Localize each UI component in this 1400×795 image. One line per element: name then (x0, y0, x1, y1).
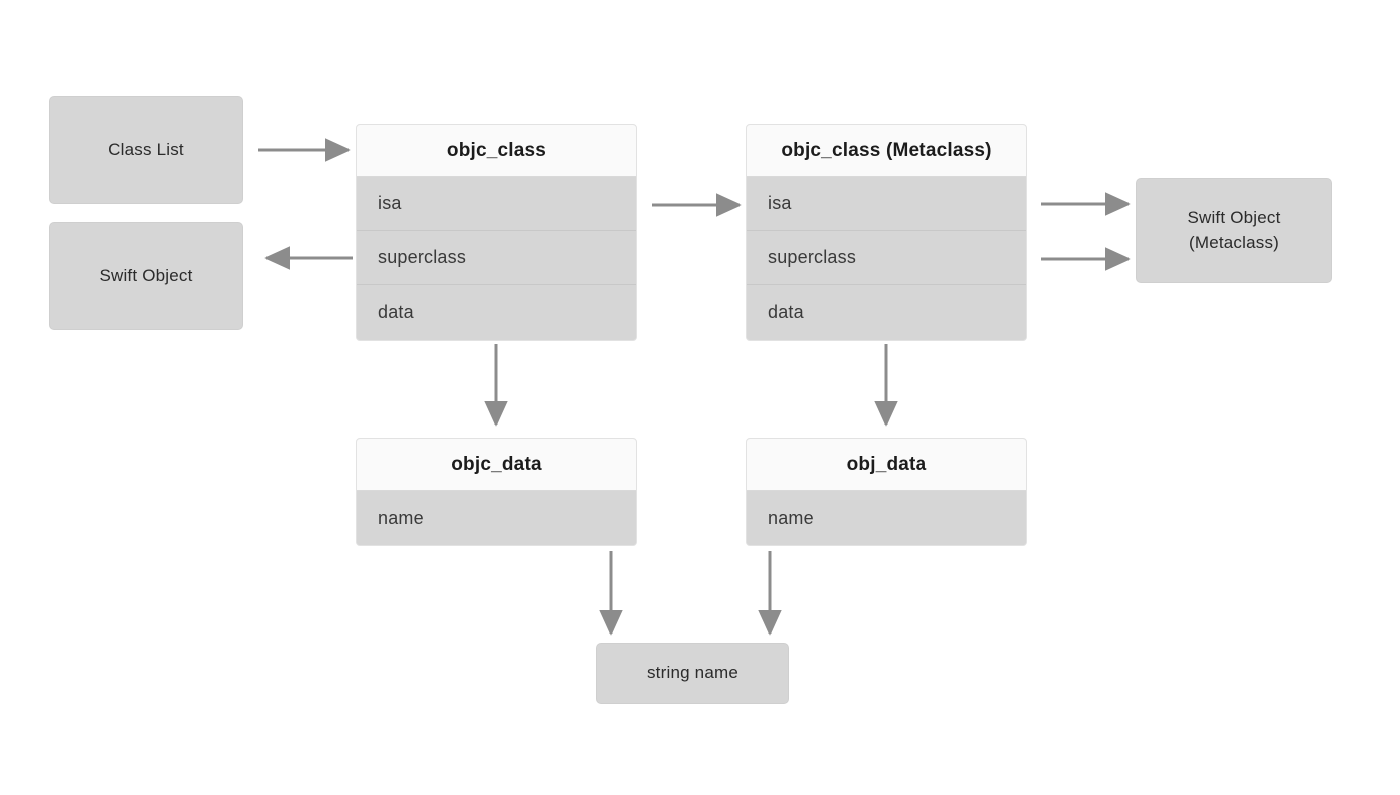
obj-data-field-name[interactable]: name (747, 491, 1026, 545)
class-list-label: Class List (108, 139, 184, 159)
obj-data-title: obj_data (747, 439, 1026, 491)
node-swift-object-metaclass[interactable]: Swift Object (Metaclass) (1136, 178, 1332, 283)
node-objc-class-metaclass[interactable]: objc_class (Metaclass) isa superclass da… (746, 124, 1027, 341)
objc-class-field-superclass[interactable]: superclass (357, 231, 636, 285)
swift-object-metaclass-label-line2: (Metaclass) (1188, 232, 1280, 252)
objc-class-field-isa[interactable]: isa (357, 177, 636, 231)
swift-object-label: Swift Object (99, 265, 193, 285)
node-objc-data[interactable]: objc_data name (356, 438, 637, 546)
swift-object-metaclass-label-line1: Swift Object (1187, 207, 1281, 227)
objc-class-metaclass-field-data[interactable]: data (747, 285, 1026, 339)
node-obj-data[interactable]: obj_data name (746, 438, 1027, 546)
node-objc-class[interactable]: objc_class isa superclass data (356, 124, 637, 341)
objc-data-field-name[interactable]: name (357, 491, 636, 545)
objc-class-metaclass-title: objc_class (Metaclass) (747, 125, 1026, 177)
objc-class-field-data[interactable]: data (357, 285, 636, 339)
objc-class-metaclass-field-superclass[interactable]: superclass (747, 231, 1026, 285)
objc-class-metaclass-field-isa[interactable]: isa (747, 177, 1026, 231)
node-string-name[interactable]: string name (596, 643, 789, 704)
node-class-list[interactable]: Class List (49, 96, 243, 204)
objc-data-title: objc_data (357, 439, 636, 491)
objc-class-title: objc_class (357, 125, 636, 177)
string-name-label: string name (646, 663, 739, 683)
node-swift-object[interactable]: Swift Object (49, 222, 243, 330)
